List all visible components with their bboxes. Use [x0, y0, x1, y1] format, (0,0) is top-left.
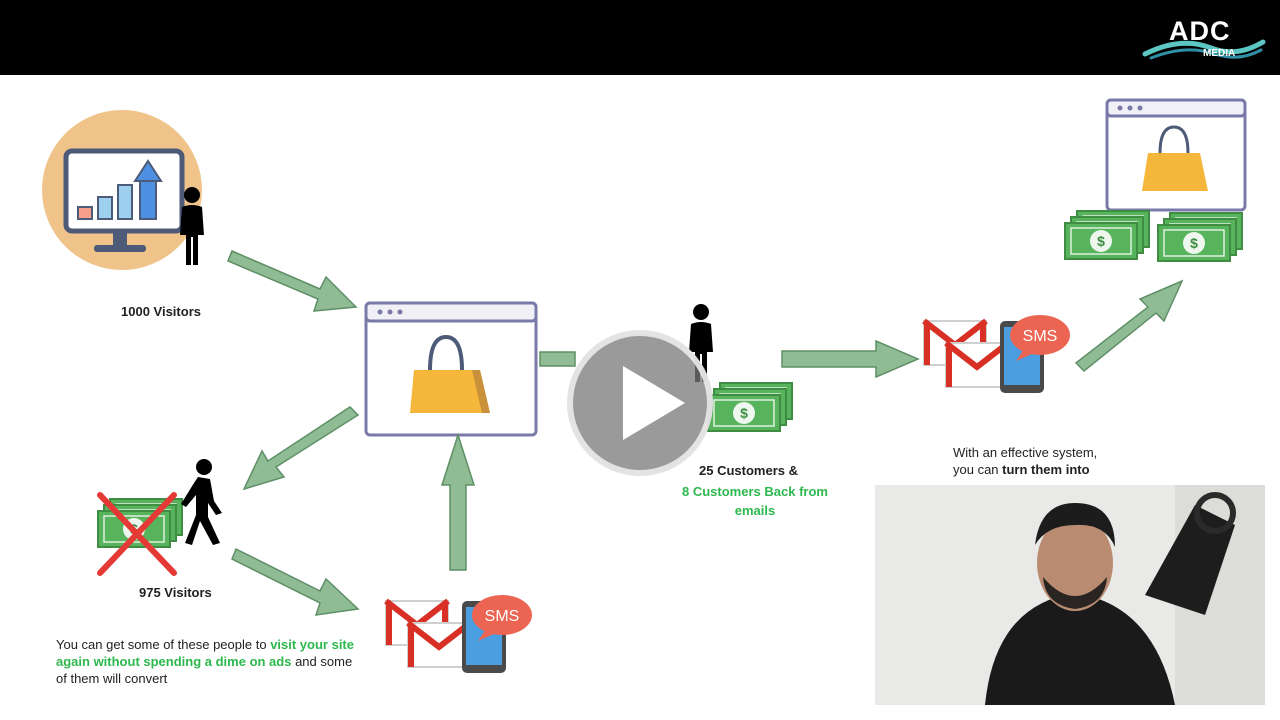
system-text-line1: With an effective system,	[953, 445, 1098, 460]
analytics-monitor-icon	[42, 110, 202, 270]
visitors-label: 1000 Visitors	[121, 304, 201, 319]
webcam-overlay	[875, 485, 1265, 705]
gmail-sms-icon	[924, 315, 1070, 393]
presenter-video	[875, 485, 1265, 705]
retarget-text-highlight: visit your site again without spending a…	[56, 637, 354, 669]
crossed-out-money-icon	[97, 492, 182, 576]
walking-person-icon	[181, 459, 222, 545]
system-text-line2: you can	[953, 462, 1003, 477]
retarget-text-part2: and some of them will convert	[56, 654, 353, 686]
system-text: With an effective system, you can turn t…	[953, 444, 1153, 478]
top-bar: ADC MEDIA	[0, 0, 1280, 75]
gmail-sms-icon	[386, 595, 532, 673]
money-stack-icon	[708, 383, 792, 431]
slide-graphics: $	[42, 98, 1247, 720]
returning-customers-label: 8 Customers Back from emails	[682, 484, 828, 518]
money-stack-icon	[1065, 211, 1149, 259]
retarget-text: You can get some of these people to visi…	[56, 636, 366, 687]
lost-visitors-label: 975 Visitors	[139, 585, 212, 600]
flow-arrows	[227, 250, 1184, 616]
play-icon	[623, 366, 685, 440]
adc-media-logo: ADC MEDIA	[1141, 14, 1266, 64]
retarget-text-part1: You can get some of these people to	[56, 637, 271, 652]
money-stack-icon	[1158, 213, 1242, 261]
store-window-icon-top	[1105, 98, 1247, 212]
online-store-icon	[364, 301, 538, 437]
presentation-slide: $	[0, 75, 1280, 720]
logo-main-text: ADC	[1169, 16, 1231, 46]
play-button[interactable]	[567, 330, 713, 476]
logo-sub-text: MEDIA	[1203, 48, 1236, 59]
customers-count-label: 25 Customers &	[699, 463, 798, 478]
system-text-emphasis: turn them into	[1002, 462, 1090, 477]
